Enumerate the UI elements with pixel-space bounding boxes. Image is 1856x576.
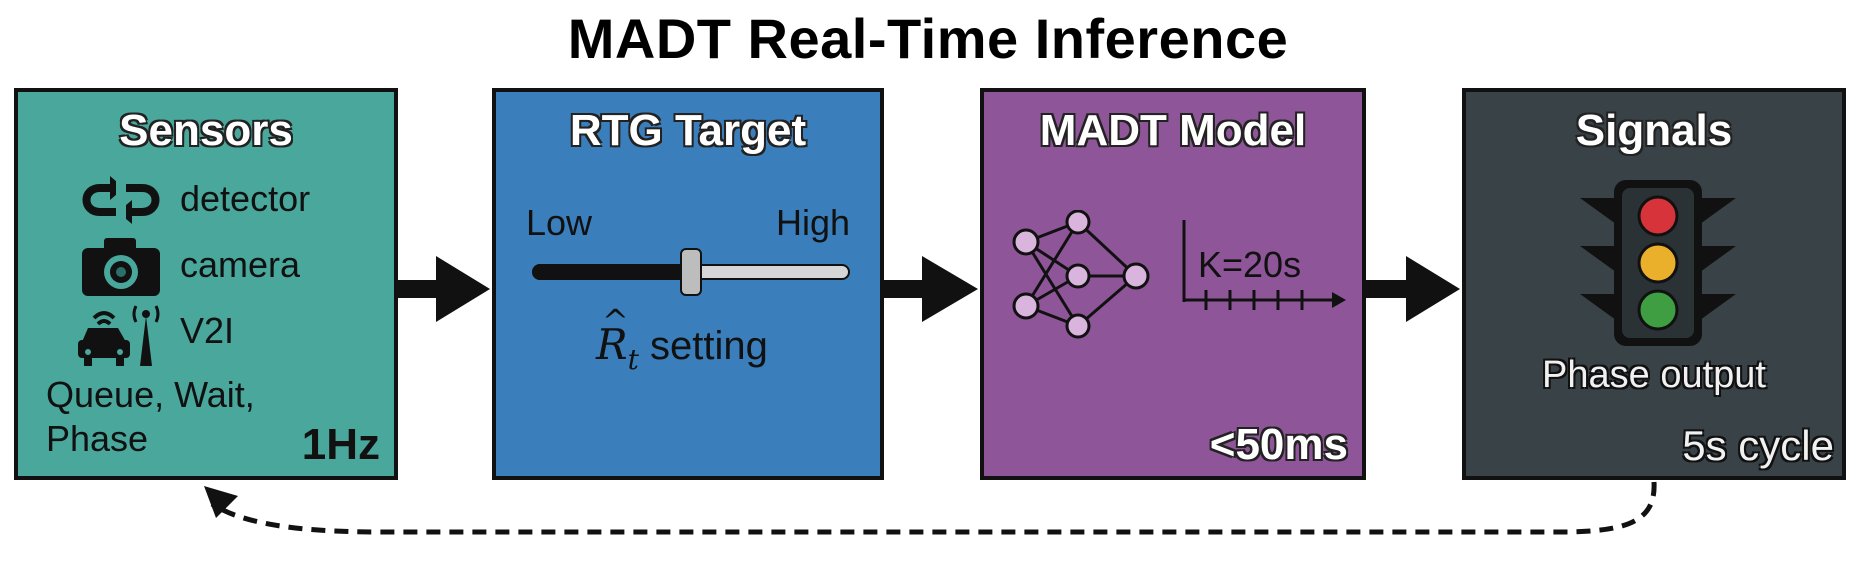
arrow-model-to-signals (1366, 256, 1460, 322)
feedback-loop-arrow (204, 481, 1657, 535)
diagram-title: MADT Real-Time Inference (567, 7, 1289, 70)
camera-icon (80, 236, 162, 298)
context-window-axis-icon (1180, 220, 1350, 316)
arrow-sensors-to-rtg (398, 256, 490, 322)
rtg-title: RTG Target (569, 106, 807, 155)
sensor-rate: 1Hz (301, 420, 380, 469)
traffic-light-icon (1578, 178, 1738, 348)
v2i-car-antenna-icon (76, 302, 166, 368)
neural-network-icon (1006, 210, 1156, 340)
rtg-slider[interactable] (532, 248, 850, 296)
slider-thumb[interactable] (680, 248, 702, 296)
slider-high-label: High (775, 202, 850, 243)
phase-output-label: Phase output (1542, 354, 1766, 396)
sensors-box: Sensors detector camera (14, 88, 398, 480)
loop-detector-icon (80, 176, 162, 224)
sensors-title: Sensors (119, 106, 293, 155)
context-length-label: K=20s (1198, 244, 1302, 285)
green-light (1637, 289, 1679, 331)
madt-model-box: MADT Model (980, 88, 1366, 480)
sensor-state-line1: Queue, Wait, (46, 374, 255, 415)
signal-cycle-label: 5s cycle (1682, 422, 1834, 469)
rtg-setting-label: Rt^ setting (596, 302, 768, 376)
rtg-setting-text: setting (650, 324, 768, 368)
model-latency: <50ms (1209, 420, 1348, 469)
signals-title: Signals (1575, 106, 1733, 155)
sensor-state-line2: Phase (46, 418, 149, 459)
rtg-target-box: RTG Target Low High Rt^ setting (492, 88, 884, 480)
slider-low-label: Low (526, 202, 593, 243)
signals-box: Signals Phase output 5s cycle (1462, 88, 1846, 480)
sensor-detector-label: detector (180, 178, 311, 219)
sensor-v2i-label: V2I (180, 310, 235, 351)
r-hat-t-symbol: Rt^ (596, 302, 639, 376)
red-light (1637, 195, 1679, 237)
yellow-light (1637, 242, 1679, 284)
arrow-rtg-to-model (884, 256, 978, 322)
sensor-camera-label: camera (180, 244, 301, 285)
model-title: MADT Model (1039, 106, 1307, 155)
slider-fill (532, 264, 691, 280)
